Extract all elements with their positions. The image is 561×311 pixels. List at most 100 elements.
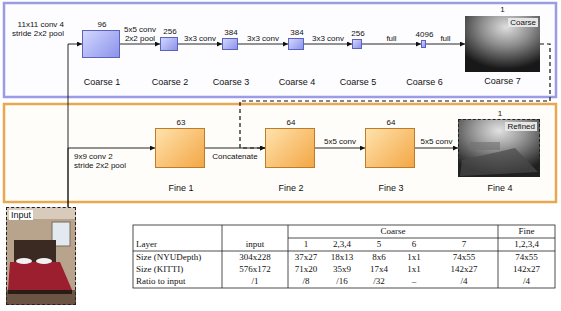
layer-name: Coarse 7	[435, 76, 561, 86]
input-pillow	[16, 258, 32, 264]
table-rule	[288, 238, 555, 239]
image-title: Input	[9, 210, 33, 220]
table-border	[133, 225, 555, 288]
input-wall	[6, 207, 76, 305]
table-cell: /8	[288, 275, 324, 287]
input-pillow	[36, 258, 52, 264]
operation-label: Concatenate	[205, 152, 265, 161]
arrow-connector	[238, 44, 288, 45]
table-cell: Layer	[133, 238, 222, 250]
table-cell: /1	[222, 275, 288, 287]
input-image: Input	[6, 207, 76, 305]
layer-name: Fine 4	[429, 183, 561, 193]
operation-label: 5x5 conv 2x2 pool	[118, 25, 162, 43]
table-cell: 8x6	[360, 251, 398, 263]
table-cell: Size (KITTI)	[133, 263, 222, 275]
table-cell: input	[222, 238, 288, 250]
layer-box: 64Fine 3	[365, 128, 415, 168]
table-cell: 35x9	[324, 263, 360, 275]
channel-count: 64	[336, 118, 446, 127]
table-rule	[498, 225, 499, 288]
layer-name: Coarse 3	[193, 77, 269, 87]
channel-count: 1	[435, 5, 561, 14]
operation-label: 9x9 conv 2 stride 2x2 pool	[74, 152, 134, 170]
table-cell: 1,2,3,4	[498, 238, 555, 250]
arrow-connector	[68, 44, 82, 207]
table-cell: /16	[324, 275, 360, 287]
table-cell: 74x55	[498, 251, 555, 263]
layer-box: 384Coarse 4	[288, 38, 304, 50]
table-header: Fine	[498, 225, 555, 238]
layer-box: 4096Coarse 6	[421, 40, 426, 48]
table-cell: /4	[430, 275, 498, 287]
table-cell: 142x27	[430, 263, 498, 275]
table-cell: 5	[360, 238, 398, 250]
table-cell: 74x55	[430, 251, 498, 263]
depth-bed-shape	[460, 148, 538, 176]
channel-count: 63	[126, 118, 236, 127]
layer-box: 63Fine 1	[155, 128, 205, 168]
input-bed-frame	[8, 290, 72, 294]
table-cell: 2,3,4	[324, 238, 360, 250]
table-cell: 17x4	[360, 263, 398, 275]
operation-label: full	[362, 34, 421, 43]
operation-label: 5x5 conv	[415, 137, 458, 146]
layer-name: Coarse 1	[53, 77, 151, 87]
table-header: Coarse	[288, 225, 498, 238]
map-title: Refined	[505, 122, 537, 131]
table-cell: 142x27	[498, 263, 555, 275]
layer-box: 256Coarse 5	[352, 39, 362, 49]
output-map: 1CoarseCoarse 7	[465, 16, 540, 72]
arrow-connector	[362, 44, 421, 45]
arrow-connector	[120, 44, 160, 45]
layer-name: Coarse 4	[259, 77, 335, 87]
table-rule	[133, 251, 555, 252]
coarse-panel	[4, 3, 556, 97]
input-floor	[6, 290, 76, 305]
table-cell: 304x228	[222, 251, 288, 263]
input-bed	[8, 262, 72, 290]
table-cell: /32	[360, 275, 398, 287]
table-cell: 18x13	[324, 251, 360, 263]
operation-label: 3x3 conv	[304, 34, 352, 43]
arrow-connector	[68, 148, 155, 207]
channel-count: 64	[236, 118, 346, 127]
operation-label: 5x5 conv	[315, 137, 365, 146]
table-cell: 37x27	[288, 251, 324, 263]
operation-label: 3x3 conv	[178, 34, 222, 43]
layer-name: Fine 2	[236, 183, 346, 193]
depth-headboard-shape	[470, 142, 500, 150]
layer-name: Coarse 5	[323, 77, 393, 87]
layer-box: 64Fine 2	[265, 128, 315, 168]
map-title: Coarse	[508, 18, 538, 27]
table-rule	[288, 225, 289, 288]
input-ceiling	[6, 207, 76, 219]
table-cell: Size (NYUDepth)	[133, 251, 222, 263]
operation-label: 11x11 conv 4 stride 2x2 pool	[10, 20, 64, 38]
table-cell: 71x20	[288, 263, 324, 275]
layer-name: Coarse 6	[392, 77, 457, 87]
layer-box: 96Coarse 1	[82, 30, 120, 58]
arrow-connector	[304, 44, 352, 45]
arrow-connector	[315, 148, 365, 149]
operation-label: 3x3 conv	[238, 34, 288, 43]
arrow-connector	[415, 148, 458, 149]
layer-name: Fine 3	[336, 183, 446, 193]
table-cell: –	[398, 275, 430, 287]
layer-box: 256Coarse 2	[160, 37, 178, 51]
arrow-connector	[178, 44, 222, 45]
table-cell: /4	[498, 275, 555, 287]
arrow-connector	[426, 44, 465, 45]
layer-name: Fine 1	[126, 183, 236, 193]
table-cell: 1x1	[398, 251, 430, 263]
table-cell: 1	[288, 238, 324, 250]
table-cell: 576x172	[222, 263, 288, 275]
output-map: 1RefinedFine 4	[458, 119, 540, 177]
table-cell: Ratio to input	[133, 275, 222, 287]
arrow-connector	[205, 148, 265, 149]
refined-depth-map	[458, 119, 540, 177]
fine-panel	[4, 104, 556, 202]
table-cell: 6	[398, 238, 430, 250]
layer-name: Coarse 2	[131, 77, 209, 87]
operation-label: full	[426, 34, 465, 43]
